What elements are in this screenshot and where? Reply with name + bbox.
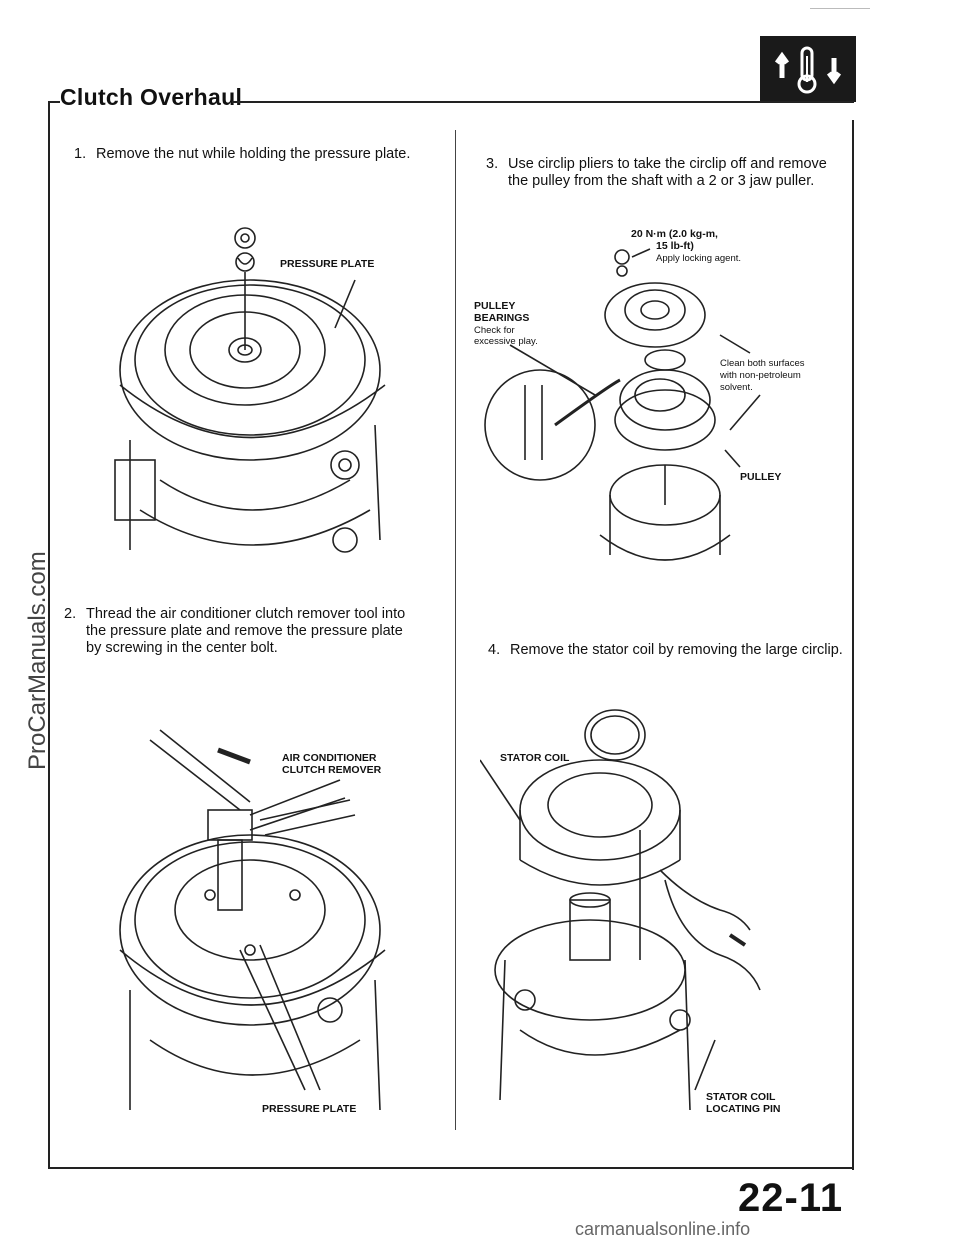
callout-excessive-play: excessive play.: [474, 336, 538, 347]
pressure-plate-removal-illustration: [114, 227, 386, 553]
callout-torque-line3: Apply locking agent.: [656, 253, 742, 264]
callout-pressure-plate-1: PRESSURE PLATE: [280, 258, 375, 270]
callout-pulley-bearings-line1: PULLEY: [474, 300, 516, 312]
watermark-bottom: carmanualsonline.info: [575, 1219, 751, 1239]
watermark-left: ProCarManuals.com: [24, 551, 51, 770]
step-text-line2: the pulley from the shaft with a 2 or 3 …: [508, 173, 815, 189]
step-text-line3: by screwing in the center bolt.: [86, 640, 278, 656]
frame-left: [48, 101, 50, 1169]
callout-torque-line1: 20 N·m (2.0 kg-m,: [631, 228, 718, 240]
step-number: 2.: [64, 606, 77, 622]
page-title: Clutch Overhaul: [60, 84, 243, 110]
step-number: 1.: [74, 146, 87, 162]
frame-corner: [48, 101, 60, 103]
step-number: 4.: [488, 642, 501, 658]
callout-clean-line1: Clean both surfaces: [720, 358, 805, 369]
ac-thermometer-icon: [760, 36, 856, 102]
title-rule: [232, 101, 854, 103]
callout-remover-line1: AIR CONDITIONER: [282, 752, 377, 764]
callout-pulley-bearings-line2: BEARINGS: [474, 312, 530, 324]
frame-bottom: [48, 1167, 854, 1169]
step-text: Remove the stator coil by removing the l…: [510, 642, 843, 658]
callout-pulley: PULLEY: [740, 471, 782, 483]
top-rule: [810, 8, 870, 9]
step-text: Remove the nut while holding the pressur…: [96, 146, 411, 162]
frame-right: [852, 120, 854, 1170]
callout-locating-line2: LOCATING PIN: [706, 1103, 781, 1115]
callout-locating-line1: STATOR COIL: [706, 1091, 776, 1103]
step-4: 4. Remove the stator coil by removing th…: [488, 642, 850, 659]
step-1: 1. Remove the nut while holding the pres…: [74, 146, 436, 163]
callout-pressure-plate-2: PRESSURE PLATE: [262, 1103, 357, 1115]
callout-clean-line3: solvent.: [720, 382, 753, 393]
step-3: 3. Use circlip pliers to take the circli…: [486, 156, 848, 190]
callout-torque-line2: 15 lb-ft): [656, 240, 694, 252]
step-text-line1: Use circlip pliers to take the circlip o…: [508, 156, 827, 172]
pulley-removal-illustration: [484, 248, 761, 561]
step-text-line1: Thread the air conditioner clutch remove…: [86, 606, 406, 622]
callout-stator-coil: STATOR COIL: [500, 752, 570, 764]
stator-coil-removal-illustration: [480, 709, 761, 1111]
column-divider: [455, 130, 456, 1130]
step-2: 2. Thread the air conditioner clutch rem…: [64, 606, 426, 657]
callout-check-for: Check for: [474, 325, 515, 336]
callout-clean-line2: with non-petroleum: [720, 370, 801, 381]
step-number: 3.: [486, 156, 499, 172]
clutch-remover-illustration: [119, 729, 386, 1111]
callout-remover-line2: CLUTCH REMOVER: [282, 764, 382, 776]
step-text-line2: the pressure plate and remove the pressu…: [86, 623, 403, 639]
page-number: 22-11: [738, 1176, 844, 1220]
